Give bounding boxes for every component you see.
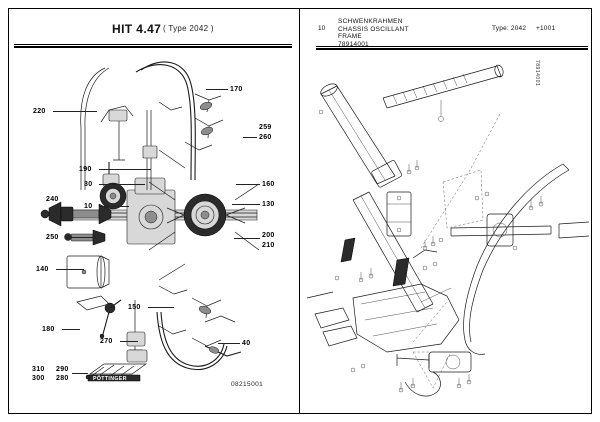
leader-180 <box>62 329 80 330</box>
callout-150: 150 <box>128 304 141 311</box>
group-number: 10 <box>318 25 326 32</box>
callout-130: 130 <box>262 201 275 208</box>
leader-130 <box>232 204 260 205</box>
left-header-rule <box>14 44 292 45</box>
right-exploded-drawing <box>301 52 591 410</box>
left-footer-code: 08215001 <box>231 381 264 388</box>
leader-220 <box>53 111 97 112</box>
callout-280: 280 <box>56 375 69 382</box>
leader-150 <box>148 307 174 308</box>
leader-260 <box>243 137 257 138</box>
callout-180: 180 <box>42 326 55 333</box>
callout-30: 30 <box>84 181 93 188</box>
callout-290: 290 <box>56 366 69 373</box>
callout-250: 250 <box>46 234 59 241</box>
callout-240: 240 <box>46 196 59 203</box>
leader-140 <box>56 269 84 270</box>
right-header-rule <box>316 46 588 47</box>
leader-190 <box>99 169 151 170</box>
assembly-name-de: SCHWENKRAHMEN <box>338 18 403 25</box>
callout-270: 270 <box>100 338 113 345</box>
callout-160: 160 <box>262 181 275 188</box>
callout-200: 200 <box>262 232 275 239</box>
leader-decal <box>72 373 88 374</box>
leader-270 <box>120 341 138 342</box>
callout-310: 310 <box>32 366 45 373</box>
leader-250 <box>66 237 96 238</box>
callout-170: 170 <box>230 86 243 93</box>
callout-40: 40 <box>242 340 251 347</box>
callout-190: 190 <box>79 166 92 173</box>
callout-260: 260 <box>259 134 272 141</box>
leader-210 <box>234 238 260 239</box>
assembly-name-fr: CHASSIS OSCILLANT <box>338 25 409 33</box>
page-border <box>8 8 592 414</box>
version-label: +1001 <box>536 25 556 32</box>
leader-160 <box>236 184 260 185</box>
callout-140: 140 <box>36 266 49 273</box>
assembly-name-en: FRAME <box>338 33 362 41</box>
machine-title: HIT 4.47 <box>112 22 162 36</box>
assembly-names: SCHWENKRAHMEN CHASSIS OSCILLANT FRAME 78… <box>338 18 409 48</box>
leader-10 <box>99 206 129 207</box>
type-label: Type: 2042 <box>492 25 527 32</box>
left-assembly-drawing <box>9 50 298 380</box>
callout-10: 10 <box>84 203 93 210</box>
right-header-rule-thick <box>316 48 588 50</box>
machine-type-note: ( Type 2042 ) <box>163 24 214 33</box>
decal-text: PÖTTINGER <box>93 375 127 382</box>
left-header-rule-thick <box>14 46 292 48</box>
panel-divider <box>299 9 300 413</box>
leader-40 <box>218 343 240 344</box>
callout-259: 259 <box>259 124 272 131</box>
callout-210: 210 <box>262 242 275 249</box>
callout-220: 220 <box>33 108 46 115</box>
brand-decal: PÖTTINGER <box>84 360 150 382</box>
leader-30 <box>99 184 145 185</box>
callout-300: 300 <box>32 375 45 382</box>
leader-170 <box>206 89 228 90</box>
assembly-part-number: 78914001 <box>338 40 369 48</box>
